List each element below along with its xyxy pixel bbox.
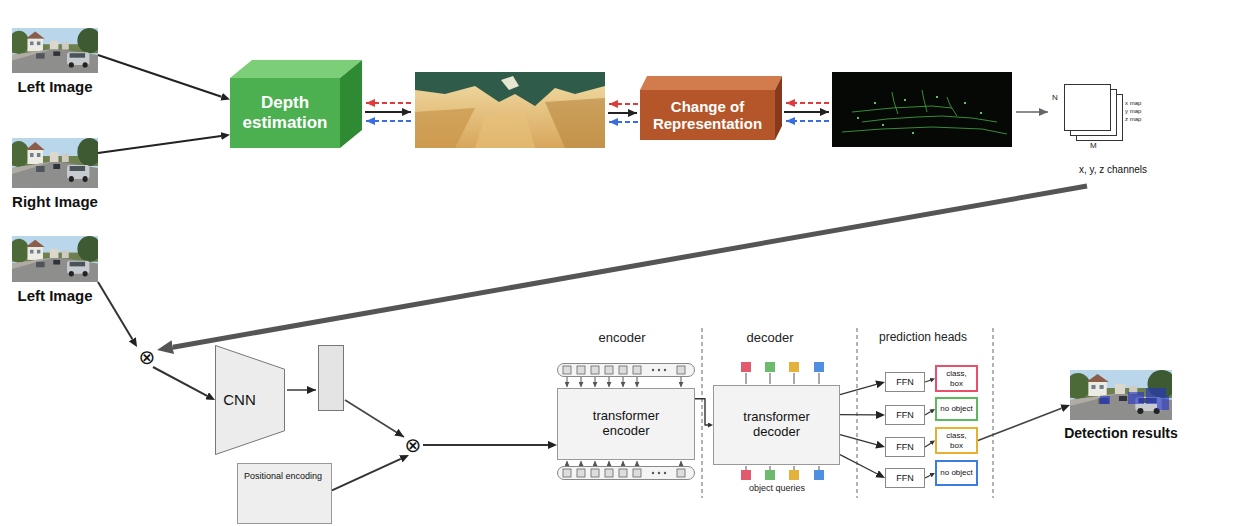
node-text: FFN [896,473,914,483]
node-text: Depth estimation [234,93,336,132]
text-holder: Depth estimation [230,78,340,148]
caption-holder: Right Image [12,193,98,210]
connector [98,55,222,97]
annotation-label: z map [1125,116,1141,123]
node-text: Change of Representation [644,98,771,133]
encoder-token-rows [558,364,695,480]
transformer-decoder: transformer decoder [713,385,840,465]
node-text: no object [940,404,972,413]
annotation-label: M [1090,142,1097,151]
photo-node: Detection results [1070,370,1172,420]
street-photo [9,236,102,282]
annotation-label: N [1052,94,1058,103]
text-holder: Change of Representation [640,90,775,140]
positional-encoding-box: Positional encoding [237,463,332,524]
connector [840,435,876,445]
depth-estimation-block: Depth estimation [230,60,362,148]
connector [840,384,876,394]
node-text: Left Image [17,78,92,95]
arrow [345,400,404,437]
channel-stack: x, y, z channels [1048,78,1178,186]
connector [925,412,931,415]
street-photo [9,138,102,188]
transformer-encoder: transformer encoder [557,388,695,460]
node-text: ⊗ [405,435,422,455]
annotation-label: x map [1125,100,1141,107]
node-text: FFN [896,377,914,387]
caption-holder: Detection results [1064,425,1178,441]
photo-node: Right Image [12,138,98,188]
caption-holder: Left Image [17,287,92,304]
ffn-box: FFN [885,405,925,425]
prediction-box: class, box [935,427,978,454]
connector [423,444,548,446]
ffn-box: FFN [885,372,925,392]
depth-map [415,72,605,148]
point-cloud [832,72,1012,147]
connector [925,475,931,478]
connector [173,186,1087,347]
caption-holder: x, y, z channels [1048,164,1178,176]
street-photo [1066,370,1176,420]
annotation-label: object queries [749,484,805,494]
arrow [287,389,316,391]
representation-block: Change of Representation [640,76,782,140]
multiply-symbol: ⊗ [137,347,157,367]
cnn-block: CNN [215,345,285,455]
connector [98,136,221,153]
multiply-symbol: ⊗ [403,435,423,455]
annotation-label: encoder [599,331,646,345]
node-text: class, box [939,369,974,387]
node-text: transformer decoder [734,410,819,440]
photo-node: Left Image [12,236,98,282]
node-text: no object [940,468,972,477]
connector [695,399,708,425]
node-text: Positional encoding [244,471,322,481]
node-text: class, box [939,431,974,449]
street-photo [9,28,102,73]
prediction-box: class, box [935,365,978,392]
node-text: Right Image [12,193,98,210]
annotation-label: decoder [747,331,794,345]
connector [840,455,877,474]
ffn-box: FFN [885,437,925,457]
node-text: Left Image [17,287,92,304]
annotation-label: y map [1125,108,1141,115]
node-text: ⊗ [139,347,156,367]
connector [840,414,876,415]
node-text: FFN [896,410,914,420]
connector [153,367,207,396]
detection-boxes [1100,388,1169,410]
feature-map [319,346,344,411]
annotation-label: prediction heads [879,331,967,344]
text-holder: CNN [215,345,264,455]
connector [332,459,401,491]
ffn-box: FFN [885,468,925,488]
node-text: transformer encoder [580,409,672,439]
node-text: CNN [223,391,256,408]
node-text: FFN [896,442,914,452]
connector [925,443,931,447]
photo-node: Left Image [12,28,98,73]
channel-stack-figure [1065,85,1123,141]
connector [925,380,930,382]
prediction-box: no object [935,397,978,421]
connector [978,408,1062,440]
connector [98,282,132,339]
section-dividers [702,328,993,498]
node-text: x, y, z channels [1048,164,1178,176]
node-text: Detection results [1064,425,1178,441]
prediction-box: no object [935,460,978,486]
caption-holder: Left Image [17,78,92,95]
